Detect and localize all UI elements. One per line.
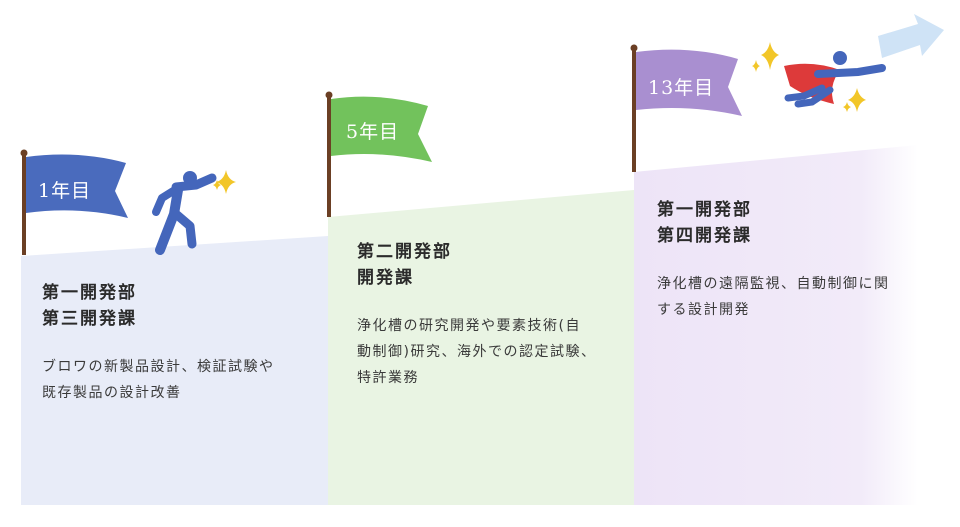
sparkle-icon [752, 42, 866, 112]
step-1-department-line: 第三開発課 [42, 309, 137, 329]
flying-hero-icon [784, 51, 886, 108]
step-1-department: 第一開発部 第三開発課 [42, 280, 327, 332]
step-3-text: 第一開発部 第四開発課 浄化槽の遠隔監視、自動制御に関 する設計開発 [657, 197, 927, 323]
flag-3 [630, 44, 742, 172]
step-1-panel [21, 236, 328, 505]
step-1-text: 第一開発部 第三開発課 ブロワの新製品設計、検証試験や 既存製品の設計改善 [42, 280, 327, 406]
flag-3-label: 13年目 [648, 77, 715, 99]
running-person-icon [152, 171, 217, 255]
step-3-department: 第一開発部 第四開発課 [657, 197, 927, 249]
step-3-department-line: 第一開発部 [657, 200, 752, 220]
flag-2 [325, 91, 432, 217]
step-1-description: ブロワの新製品設計、検証試験や 既存製品の設計改善 [42, 354, 327, 406]
step-2-panel [328, 190, 634, 505]
step-2-description-line: 特許業務 [357, 370, 419, 386]
step-3-department-line: 第四開発課 [657, 226, 752, 246]
step-2-department-line: 第二開発部 [357, 242, 452, 262]
step-3-description-line: する設計開発 [657, 302, 750, 318]
step-2-department: 第二開発部 開発課 [357, 239, 627, 291]
step-2-text: 第二開発部 開発課 浄化槽の研究開発や要素技術(自 動制御)研究、海外での認定試… [357, 239, 627, 391]
sparkle-icon [213, 170, 236, 194]
flag-1-label: 1年目 [38, 180, 92, 202]
step-2-description: 浄化槽の研究開発や要素技術(自 動制御)研究、海外での認定試験、 特許業務 [357, 313, 627, 391]
step-2-description-line: 浄化槽の研究開発や要素技術(自 [357, 318, 581, 334]
step-3-panel [634, 145, 918, 505]
step-1-department-line: 第一開発部 [42, 283, 137, 303]
flag-2-label: 5年目 [346, 121, 400, 143]
step-2-department-line: 開発課 [357, 268, 414, 288]
step-1-description-line: ブロワの新製品設計、検証試験や [42, 359, 275, 375]
forward-arrow-icon [878, 14, 944, 58]
step-3-description: 浄化槽の遠隔監視、自動制御に関 する設計開発 [657, 271, 927, 323]
step-2-description-line: 動制御)研究、海外での認定試験、 [357, 344, 597, 360]
step-1-description-line: 既存製品の設計改善 [42, 385, 182, 401]
flag-1 [20, 149, 128, 255]
step-3-description-line: 浄化槽の遠隔監視、自動制御に関 [657, 276, 890, 292]
